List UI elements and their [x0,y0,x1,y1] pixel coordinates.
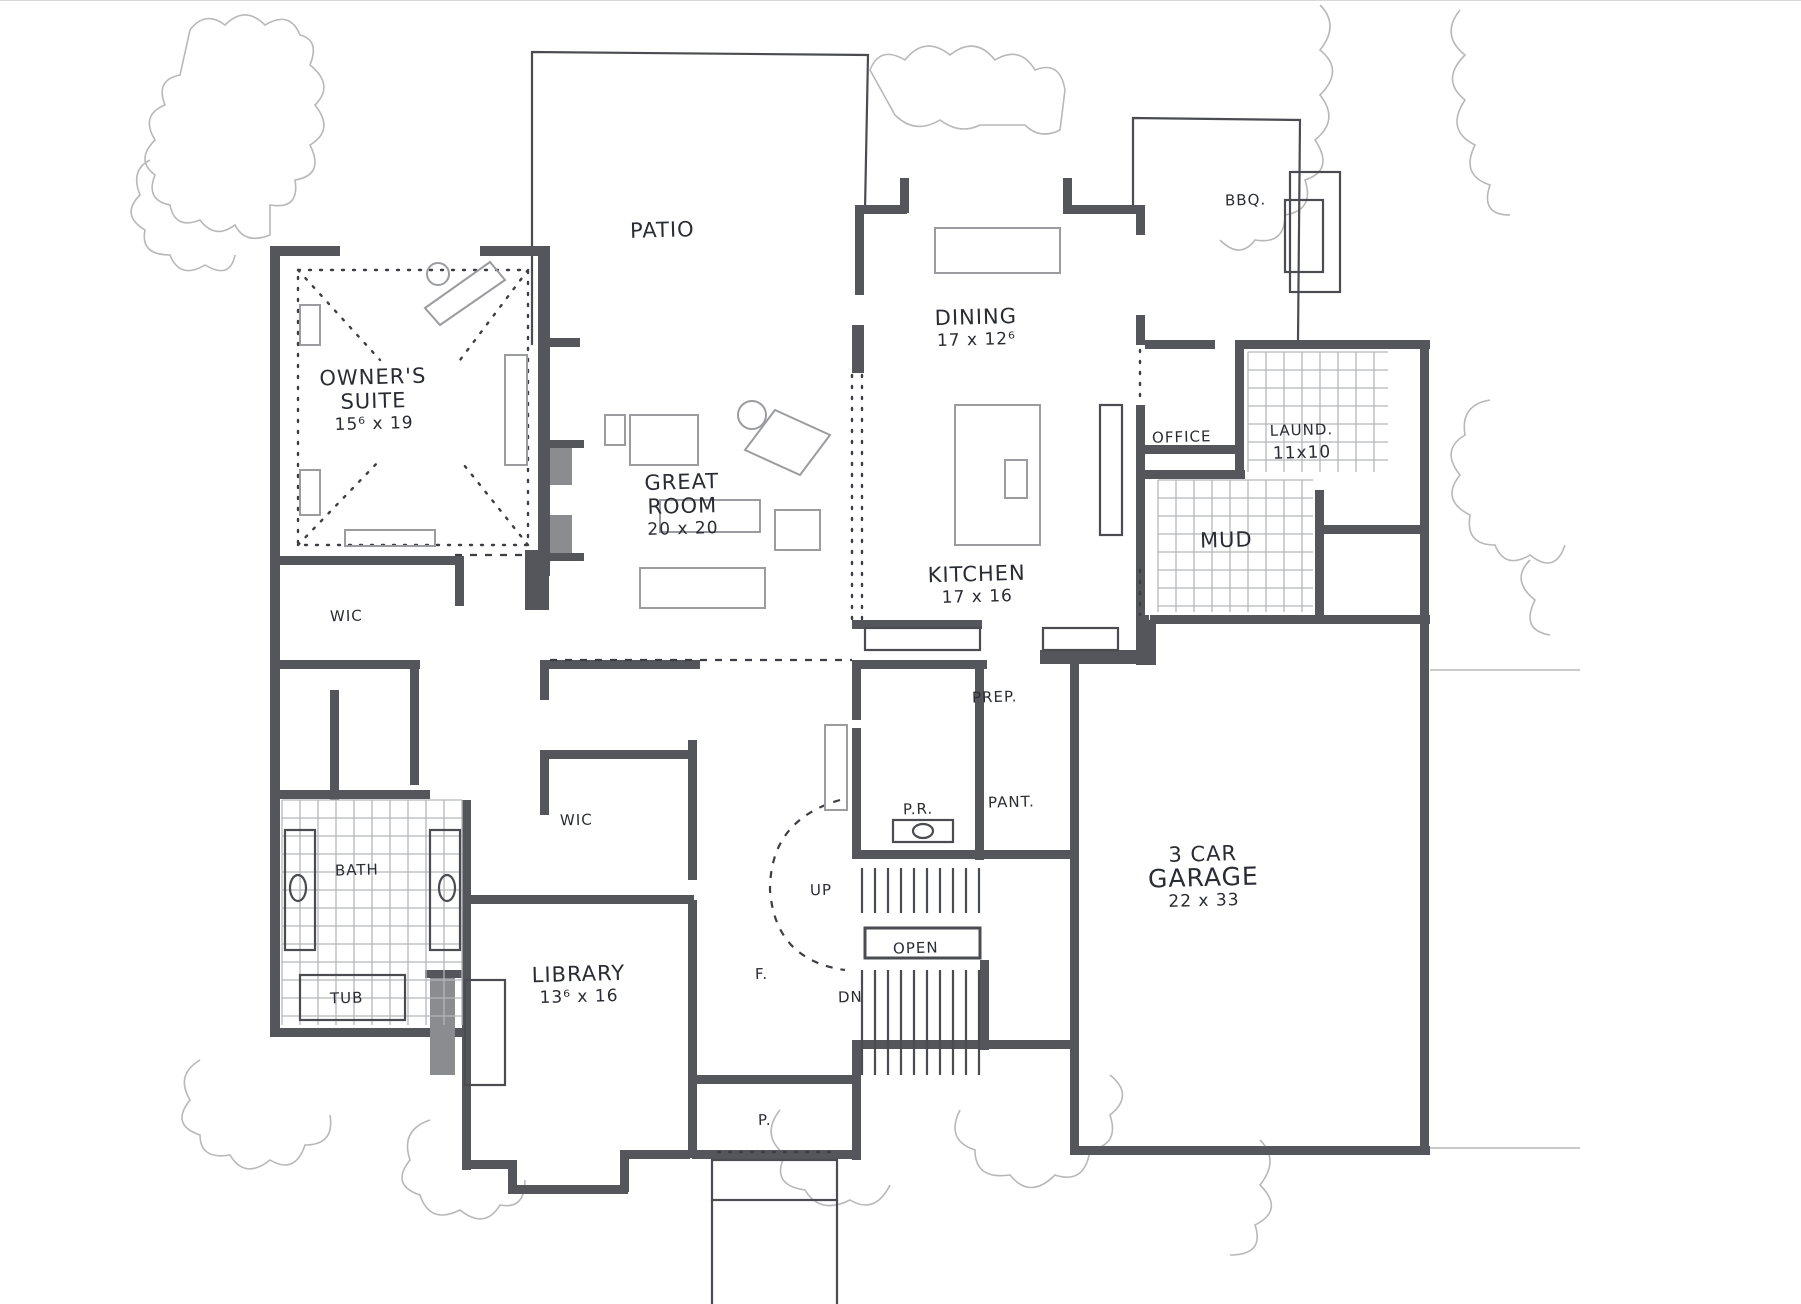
room-name-line2: ROOM [647,493,718,519]
room-name-line1: OWNER'S [319,363,427,391]
room-label-foyer: F. [755,962,769,986]
front-walk [710,1150,839,1304]
room-label-tub: TUB [330,986,364,1011]
ceiling-and-opening-lines [296,268,1142,972]
room-name-line1: GREAT [644,469,720,495]
room-label-office: OFFICE [1152,424,1212,450]
room-dimensions: 17 x 16 [941,586,1014,608]
room-label-garage: 3 CAR GARAGE 22 x 33 [1147,841,1259,914]
room-name: KITCHEN [927,560,1027,588]
room-label-patio: PATIO [630,217,695,243]
room-name: P.R. [902,799,934,819]
room-name: WIC [329,606,363,626]
room-dimensions: 17 x 12⁶ [936,328,1017,352]
room-name: PATIO [629,217,695,243]
room-name: PANT. [987,792,1035,812]
room-label-powder-room: P.R. [903,797,934,822]
room-name: TUB [329,988,364,1008]
room-name: MUD [1199,527,1253,553]
room-label-dining: DINING 17 x 12⁶ [934,304,1017,352]
room-dimensions: 15⁶ x 19 [334,412,414,436]
stair-label-up: UP [810,878,833,903]
stair-direction: UP [809,880,833,900]
room-label-prep: PREP. [972,684,1018,709]
tile-grids [281,351,1388,1025]
room-dimensions: 13⁶ x 16 [539,985,619,1009]
room-label-owners-suite: OWNER'S SUITE 15⁶ x 19 [319,364,428,437]
room-label-bath: BATH [335,857,379,882]
landscape-trees [130,4,1580,1256]
room-name: P. [757,1110,772,1130]
patio-outline [530,50,1342,345]
furniture [283,227,1124,1022]
room-label-porch: P. [758,1108,772,1132]
room-label-bbq: BBQ. [1225,187,1267,212]
room-label-laundry: LAUND. 11x10 [1269,417,1334,465]
stair-direction: DN [837,987,864,1007]
stair-label-down: DN [838,985,863,1010]
room-dimensions: 11x10 [1272,442,1332,464]
room-name: PREP. [971,687,1018,707]
room-name: WIC [559,810,593,830]
stair-note: OPEN [892,938,939,958]
room-name: BATH [334,860,380,880]
stair-label-open: OPEN [893,935,939,960]
room-name-line2: SUITE [340,388,407,414]
page-top-border [0,0,1801,1]
room-label-wic-owner: WIC [330,604,363,629]
room-name: F. [754,964,769,984]
room-label-wic-bath: WIC [560,808,593,833]
room-name: OFFICE [1151,427,1212,447]
fireplaces [425,440,584,1087]
room-label-mud: MUD [1200,527,1253,552]
room-name: LAUND. [1269,420,1334,440]
room-label-library: LIBRARY 13⁶ x 16 [531,961,626,1009]
room-name-line2: GARAGE [1147,861,1260,894]
room-name: DINING [934,303,1018,331]
room-label-great-room: GREAT ROOM 20 x 20 [644,469,721,541]
room-dimensions: 20 x 20 [647,518,719,540]
stairs [860,868,982,1075]
walls [270,178,1430,1194]
room-label-kitchen: KITCHEN 17 x 16 [927,561,1026,610]
room-name: BBQ. [1224,190,1267,210]
room-name: LIBRARY [531,960,626,988]
room-label-pantry: PANT. [988,789,1035,814]
